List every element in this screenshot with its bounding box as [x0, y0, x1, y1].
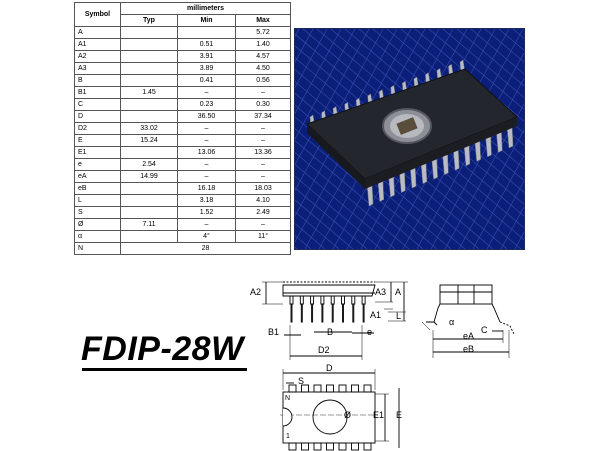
label-ea: eA	[463, 331, 475, 341]
side-view	[262, 281, 408, 360]
label-s: S	[298, 376, 305, 386]
label-a1: A1	[370, 310, 382, 320]
label-c: C	[481, 325, 488, 335]
top-view	[280, 369, 400, 451]
label-a2: A2	[250, 287, 262, 297]
cell-value: 28	[120, 242, 291, 255]
label-pin1: 1	[286, 433, 290, 440]
label-alpha: α	[449, 317, 455, 327]
end-view	[421, 284, 515, 358]
label-e-pitch: e	[367, 327, 373, 337]
label-n: N	[285, 395, 291, 402]
label-e: E	[396, 410, 403, 420]
label-l: L	[396, 311, 402, 321]
label-a: A	[395, 287, 402, 297]
label-e1: E1	[373, 410, 385, 420]
label-d: D	[326, 363, 333, 373]
label-a3: A3	[375, 287, 387, 297]
title-underline	[82, 368, 247, 371]
chip-photo-image	[295, 29, 524, 249]
label-b: B	[327, 327, 334, 337]
package-title: FDIP-28W	[81, 330, 244, 368]
symbol-header: Symbol	[74, 2, 121, 27]
label-d2: D2	[318, 345, 330, 355]
label-phi: Ø	[344, 410, 352, 420]
label-eb: eB	[463, 344, 475, 354]
label-b1: B1	[268, 327, 280, 337]
chip-photo	[294, 28, 525, 250]
